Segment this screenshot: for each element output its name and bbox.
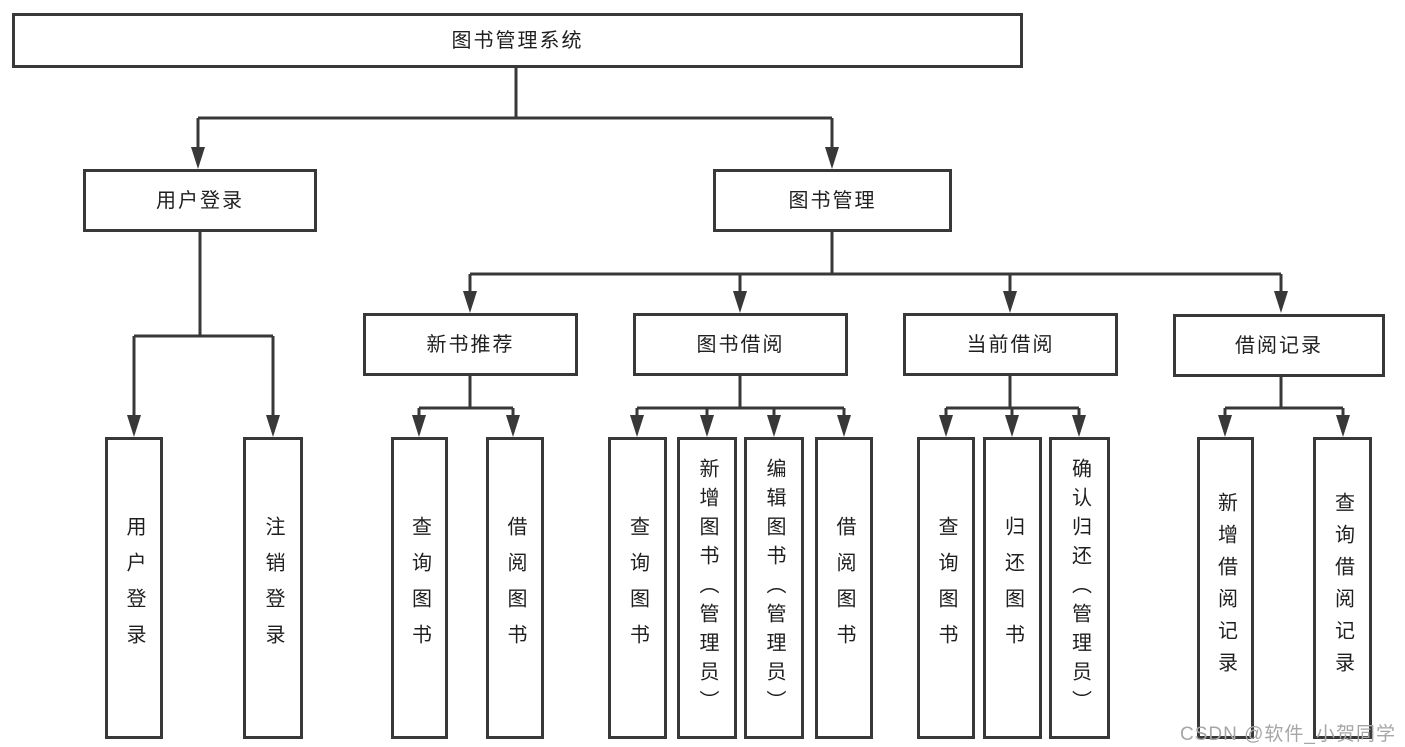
connector-root xyxy=(196,68,834,149)
leaf-borrow-books: 借阅图书 xyxy=(815,437,873,739)
leaf-user-login: 用户登录 xyxy=(105,437,163,739)
leaf-borrowing-query-books: 查询图书 xyxy=(608,437,667,739)
node-system-root: 图书管理系统 xyxy=(12,13,1023,68)
node-borrowing-records: 借阅记录 xyxy=(1173,314,1385,377)
node-user-login: 用户登录 xyxy=(83,169,317,232)
connector-current-borrowing xyxy=(944,375,1081,418)
leaf-query-borrow-record: 查询借阅记录 xyxy=(1313,437,1372,739)
leaf-confirm-return-admin: 确认归还（管理员） xyxy=(1049,437,1110,739)
node-book-borrowing: 图书借阅 xyxy=(633,313,848,376)
leaf-add-books-admin: 新增图书（管理员） xyxy=(677,437,737,739)
node-current-borrowing: 当前借阅 xyxy=(903,313,1118,376)
connector-new-book xyxy=(417,375,515,418)
arrowheads xyxy=(127,147,1350,437)
connector-book-borrowing xyxy=(635,375,846,418)
csdn-watermark: CSDN @软件_小贺同学 xyxy=(1180,724,1396,745)
leaf-logout: 注销登录 xyxy=(243,437,303,739)
connector-borrowing-records xyxy=(1223,375,1345,418)
leaf-recommend-query-books: 查询图书 xyxy=(391,437,448,739)
leaf-add-borrow-record: 新增借阅记录 xyxy=(1197,437,1254,739)
connector-book-management xyxy=(468,232,1283,294)
leaf-edit-books-admin: 编辑图书（管理员） xyxy=(744,437,804,739)
leaf-recommend-borrow-books: 借阅图书 xyxy=(486,437,544,739)
leaf-current-query-books: 查询图书 xyxy=(917,437,975,739)
leaf-return-books: 归还图书 xyxy=(983,437,1042,739)
connector-user-login xyxy=(132,232,275,418)
node-book-management: 图书管理 xyxy=(713,169,952,232)
node-new-book-recommendation: 新书推荐 xyxy=(363,313,578,376)
